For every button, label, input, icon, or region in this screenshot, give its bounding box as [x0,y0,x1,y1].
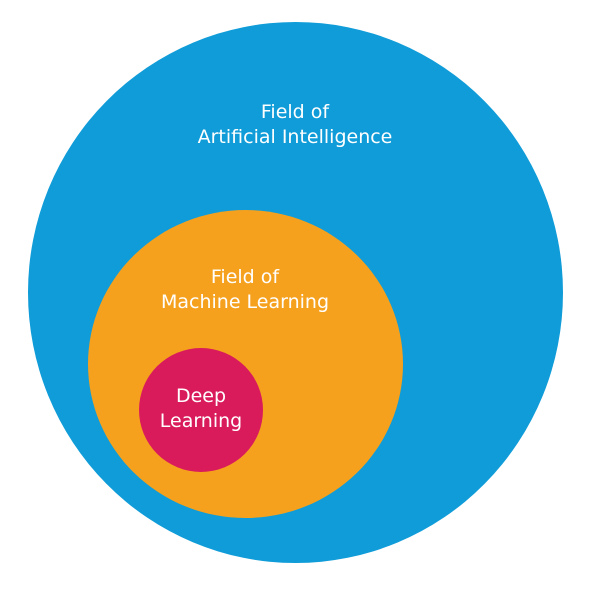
ai-label-line1: Field of [260,101,330,123]
artificial-intelligence-label: Field of Artificial Intelligence [145,100,445,150]
dl-label-line1: Deep [175,385,227,407]
deep-learning-circle [139,348,263,472]
dl-label-line2: Learning [159,410,243,432]
machine-learning-circle [88,210,403,518]
deep-learning-label: Deep Learning [131,384,271,434]
ml-label-line2: Machine Learning [160,291,330,313]
ml-label-line1: Field of [210,266,280,288]
ai-label-line2: Artificial Intelligence [197,126,393,148]
machine-learning-label: Field of Machine Learning [120,265,370,315]
